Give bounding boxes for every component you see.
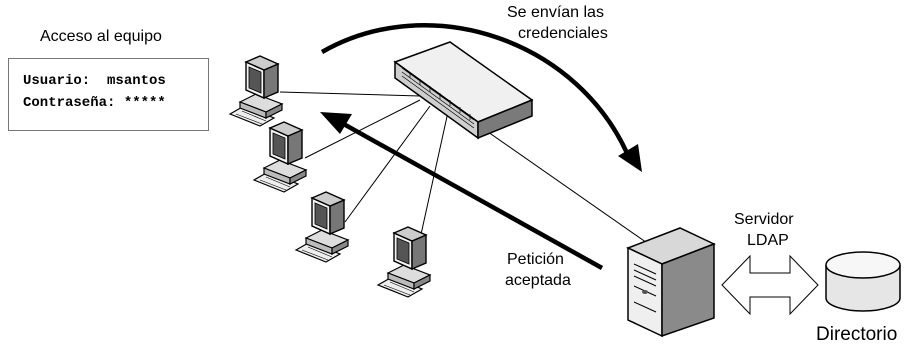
login-panel-title: Acceso al equipo	[40, 28, 162, 45]
directory-label: Directorio	[816, 324, 898, 345]
server-label-line1: Servidor	[734, 211, 794, 228]
user-line: Usuario: msantos	[23, 73, 166, 89]
workstation-icon	[377, 226, 431, 298]
send-label-line1: Se envían las	[507, 4, 604, 21]
database-cylinder-icon	[825, 251, 901, 312]
password-line: Contraseña: *****	[23, 95, 166, 111]
accepted-arrow	[338, 120, 604, 270]
double-arrow-icon	[721, 254, 819, 316]
workstation-icon	[295, 191, 349, 263]
network-switch-icon	[393, 41, 534, 140]
server-tower-icon	[626, 227, 716, 338]
credentials-arrow	[320, 23, 633, 161]
workstation-icon	[253, 121, 307, 193]
accept-label-line2: aceptada	[505, 272, 571, 289]
accept-label-line1: Petición	[507, 251, 564, 268]
send-label-line2: credenciales	[518, 25, 608, 42]
workstation-icon	[229, 55, 283, 127]
login-panel-box	[8, 58, 209, 131]
server-label-line2: LDAP	[747, 232, 789, 249]
